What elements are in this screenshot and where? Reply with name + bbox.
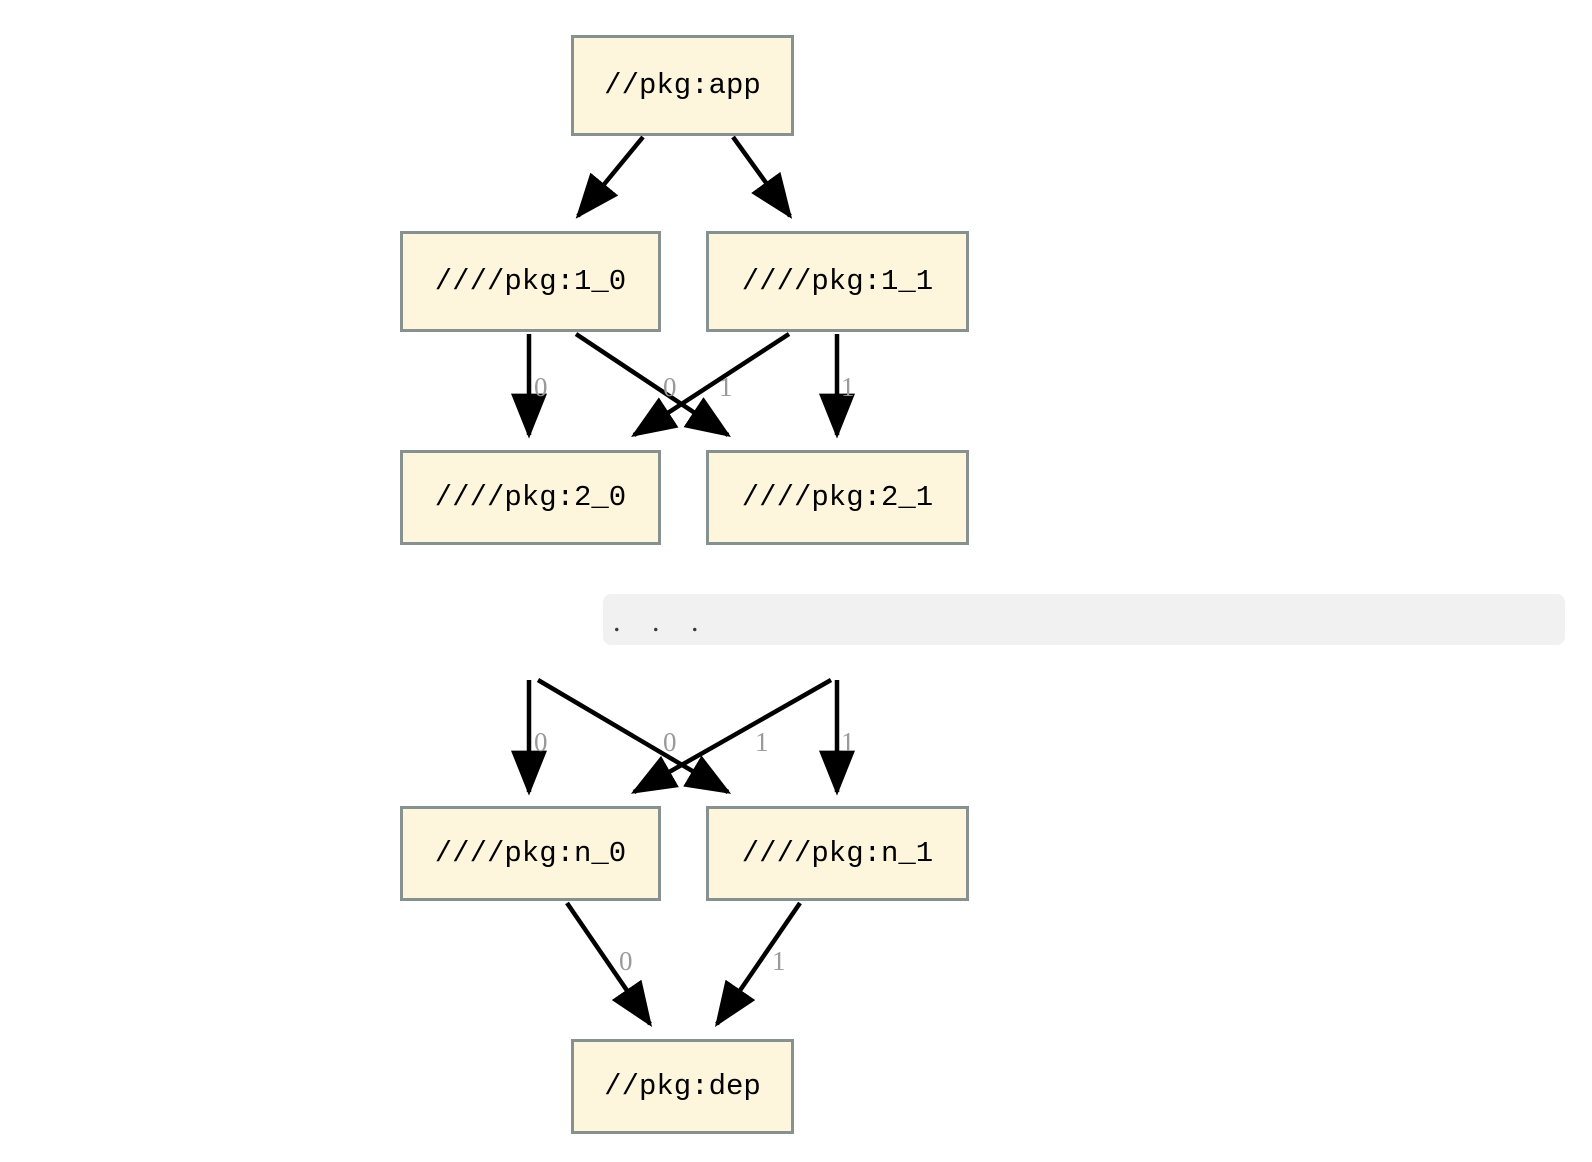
node-label: ////pkg:2_0 xyxy=(434,481,627,514)
node-pkg-dep[interactable]: //pkg:dep xyxy=(571,1039,794,1134)
node-pkg-n-1[interactable]: ////pkg:n_1 xyxy=(706,806,969,901)
node-label: ////pkg:1_1 xyxy=(741,265,934,298)
edge-app-to-1_1 xyxy=(731,135,793,219)
ellipsis-band: . . . xyxy=(603,594,1565,645)
edge-label-hidden2-n_0: 1 xyxy=(755,727,769,757)
edge-label-hidden-n_1: 0 xyxy=(663,727,677,757)
edge-label-n_0-dep: 0 xyxy=(619,946,633,976)
node-pkg-n-0[interactable]: ////pkg:n_0 xyxy=(400,806,661,901)
ellipsis-text: . . . xyxy=(613,605,711,638)
node-label: //pkg:app xyxy=(604,69,761,102)
edge-label-1_0-2_0: 0 xyxy=(534,372,548,402)
edge-hidden-to-n_1 xyxy=(536,678,732,794)
node-label: ////pkg:n_0 xyxy=(434,837,627,870)
node-label: //pkg:dep xyxy=(604,1070,761,1103)
edge-label-hidden2-n_1: 1 xyxy=(841,727,855,757)
edge-label-1_1-2_0: 1 xyxy=(719,372,733,402)
edge-app-to-1_0 xyxy=(575,135,645,219)
edge-label-n_1-dep: 1 xyxy=(772,946,786,976)
node-label: ////pkg:1_0 xyxy=(434,265,627,298)
edge-n_1-to-dep xyxy=(714,901,802,1027)
edge-label-1_0-2_1: 0 xyxy=(663,372,677,402)
edge-label-hidden-n_0: 0 xyxy=(534,727,548,757)
edge-1_1-to-2_0 xyxy=(630,332,791,437)
edge-label-1_1-2_1: 1 xyxy=(841,372,855,402)
node-pkg-2-0[interactable]: ////pkg:2_0 xyxy=(400,450,661,545)
node-pkg-2-1[interactable]: ////pkg:2_1 xyxy=(706,450,969,545)
node-pkg-1-0[interactable]: ////pkg:1_0 xyxy=(400,231,661,332)
edge-1_0-to-2_1 xyxy=(574,332,731,437)
edge-n_0-to-dep xyxy=(565,901,653,1027)
node-label: ////pkg:n_1 xyxy=(741,837,934,870)
edge-hidden2-to-n_0 xyxy=(630,678,833,794)
node-pkg-app[interactable]: //pkg:app xyxy=(571,35,794,136)
node-label: ////pkg:2_1 xyxy=(741,481,934,514)
node-pkg-1-1[interactable]: ////pkg:1_1 xyxy=(706,231,969,332)
